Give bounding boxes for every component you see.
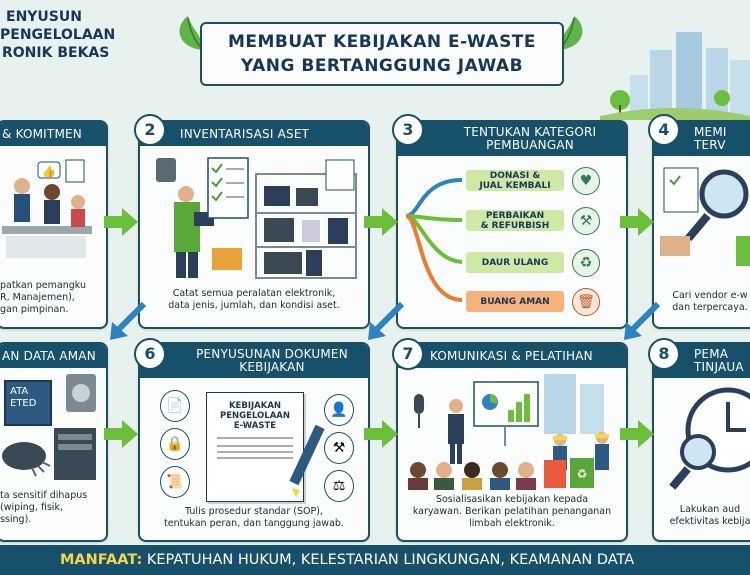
magnifier-icon xyxy=(660,167,750,266)
step-number: 3 xyxy=(392,114,424,146)
step-title: INVENTARISASI ASET xyxy=(180,127,310,141)
inventory-illustration xyxy=(156,157,357,279)
arrow-right-icon xyxy=(104,208,138,236)
step-desc: Catat semua peralatan elektronik, data j… xyxy=(168,288,340,311)
header-left-title: ENYUSUN PENGELOLAAN RONIK BEKAS xyxy=(0,9,116,61)
step-desc: patkan pemangku R, Manajemen), gan pimpi… xyxy=(0,280,87,315)
step-title: MEMI TERV xyxy=(694,125,727,152)
title-banner: MEMBUAT KEBIJAKAN E-WASTE YANG BERTANGGU… xyxy=(200,22,564,86)
training-illustration: ♻ xyxy=(408,374,609,490)
category-branches xyxy=(405,178,463,302)
step-desc: Lakukan aud efektivitas kebija xyxy=(669,504,750,527)
category-buang-aman: BUANG AMAN xyxy=(466,291,564,312)
pen-icon xyxy=(289,424,325,498)
step-card-4: MEMI TERV Cari vendor e-w dan terpercaya… xyxy=(652,120,750,329)
doc-icon: 📄 xyxy=(160,390,190,422)
step-title: PENYUSUNAN DOKUMEN KEBIJAKAN xyxy=(196,347,348,374)
policy-document: KEBIJAKAN PENGELOLAAN E-WASTE xyxy=(206,392,304,502)
policy-doc-title: KEBIJAKAN PENGELOLAAN E-WASTE xyxy=(220,401,290,431)
step-number: 7 xyxy=(392,338,424,370)
lock-icon: 🔒 xyxy=(160,428,190,460)
arrow-right-icon xyxy=(104,420,138,448)
step-card-7: KOMUNIKASI & PELATIHAN ♻ Sosialisasikan … xyxy=(396,342,628,542)
shredder-icon xyxy=(2,442,51,477)
deleted-screen: ATA ETED xyxy=(4,380,52,426)
clock-magnifier-icon xyxy=(669,387,750,490)
step-title: PEMA TINJAUA xyxy=(694,347,744,374)
step-title: KOMUNIKASI & PELATIHAN xyxy=(430,349,593,363)
arrow-diagonal-icon xyxy=(110,302,147,340)
step-desc: Sosialisasikan kebijakan kepada karyawan… xyxy=(412,494,612,529)
category-daur-ulang: DAUR ULANG xyxy=(466,252,564,273)
step-desc: Cari vendor e-w dan terpercaya. xyxy=(672,290,748,313)
trash-icon: 🗑 xyxy=(572,288,600,316)
hard-drive-icon xyxy=(54,374,96,480)
arrow-right-icon xyxy=(620,208,654,236)
arrow-diagonal-icon xyxy=(624,302,661,340)
step-desc: ta sensitif dihapus (wiping, fisik, ssin… xyxy=(0,490,88,525)
certificate-icon: 📜 xyxy=(160,466,190,498)
step-title: & KOMITMEN xyxy=(2,127,82,141)
category-donasi: DONASI & JUAL KEMBALI xyxy=(466,170,564,191)
main-title-line2: YANG BERTANGGUNG JAWAB xyxy=(240,56,524,76)
step-number: 8 xyxy=(648,338,680,370)
arrow-diagonal-icon xyxy=(368,302,405,340)
tools-icon: ⚒ xyxy=(324,432,354,464)
user-icon: 👤 xyxy=(324,394,354,426)
tools-icon: ⚒ xyxy=(572,207,600,235)
meeting-people-icon: 👍 xyxy=(2,159,92,258)
category-perbaikan: PERBAIKAN & REFURBISH xyxy=(466,210,564,231)
arrow-right-icon xyxy=(364,420,398,448)
step-desc: Tulis prosedur standar (SOP), tentukan p… xyxy=(164,506,344,529)
step-title: AN DATA AMAN xyxy=(2,349,96,363)
benefit-label: MANFAAT: xyxy=(60,552,143,568)
arrow-right-icon xyxy=(620,420,654,448)
city-skyline-icon xyxy=(600,32,750,120)
step-card-5: AN DATA AMAN ATA ETED ta sensitif dihapu… xyxy=(0,342,108,542)
svg-text:♻: ♻ xyxy=(577,467,588,481)
benefit-banner: MANFAAT: KEPATUHAN HUKUM, KELESTARIAN LI… xyxy=(0,545,750,575)
scale-icon: ⚖ xyxy=(324,470,354,502)
step-card-2: INVENTARISASI ASET Catat semua peralatan… xyxy=(138,120,370,329)
step-number: 6 xyxy=(134,338,166,370)
arrow-right-icon xyxy=(364,208,398,236)
heart-hand-icon: ♥ xyxy=(572,167,600,195)
step-number: 2 xyxy=(134,114,166,146)
step-card-6: PENYUSUNAN DOKUMEN KEBIJAKAN KEBIJAKAN P… xyxy=(138,342,370,542)
step-card-1: & KOMITMEN 👍 patkan pemangku R, Manajeme… xyxy=(0,120,108,329)
step-number: 4 xyxy=(648,114,680,146)
svg-text:👍: 👍 xyxy=(42,165,56,178)
step-card-8: PEMA TINJAUA Lakukan aud efektivitas keb… xyxy=(652,342,750,542)
recycle-icon: ♻ xyxy=(572,249,600,277)
main-title-line1: MEMBUAT KEBIJAKAN E-WASTE xyxy=(227,32,537,52)
benefit-text: KEPATUHAN HUKUM, KELESTARIAN LINGKUNGAN,… xyxy=(142,552,635,568)
step-title: TENTUKAN KATEGORI PEMBUANGAN xyxy=(463,125,597,152)
